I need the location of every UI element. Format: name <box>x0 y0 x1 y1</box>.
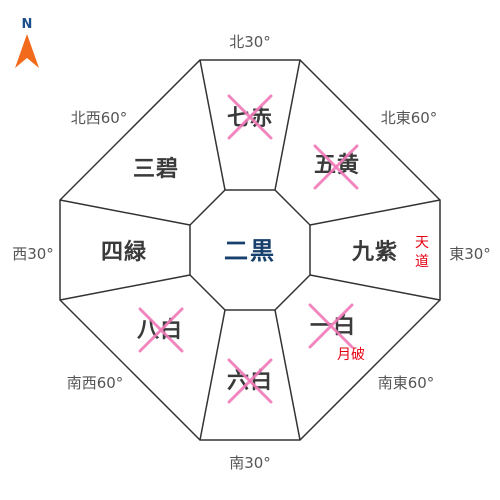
cross-mark-sw-icon <box>138 307 184 353</box>
sector-note-e-char-1: 天 <box>415 235 429 251</box>
north-compass-icon: N <box>15 17 39 68</box>
sector-note-e-char-2: 道 <box>415 254 429 270</box>
direction-label-nw: 北西60° <box>71 109 128 127</box>
north-arrow-icon <box>15 34 39 68</box>
direction-label-e: 東30° <box>449 245 491 263</box>
cross-mark-s-icon <box>227 358 273 404</box>
north-letter: N <box>22 17 33 32</box>
center-star: 二黒 <box>224 237 276 265</box>
cross-mark-ne-icon <box>313 144 359 190</box>
direction-label-ne: 北東60° <box>381 109 438 127</box>
direction-label-sw: 南西60° <box>67 374 124 392</box>
cross-mark-se-icon <box>308 303 354 349</box>
cross-mark-n-icon <box>227 94 273 140</box>
cross-mark-layer <box>138 94 359 404</box>
sector-star-e: 九紫 <box>351 239 398 265</box>
sector-star-w: 四緑 <box>101 239 147 265</box>
sector-note-se: 月破 <box>337 347 365 363</box>
direction-label-w: 西30° <box>12 245 54 263</box>
sector-note-e: 天 道 <box>415 235 429 270</box>
direction-label-se: 南東60° <box>378 374 435 392</box>
sector-star-nw: 三碧 <box>133 156 179 182</box>
sector-dividers <box>59 59 441 441</box>
direction-label-n: 北30° <box>229 33 271 51</box>
direction-label-s: 南30° <box>229 454 271 472</box>
